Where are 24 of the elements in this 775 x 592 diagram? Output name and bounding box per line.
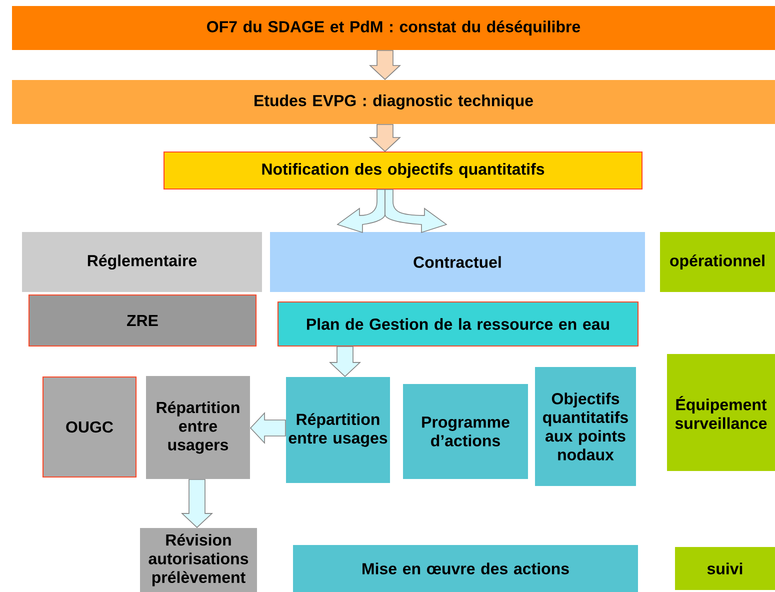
category-box: Contractuel bbox=[270, 232, 645, 292]
process-box: suivi bbox=[675, 547, 775, 590]
process-box: Mise en œuvre des actions bbox=[293, 545, 638, 592]
block-arrow bbox=[329, 346, 362, 377]
block-arrow bbox=[181, 479, 214, 528]
category-box: opérationnel bbox=[660, 232, 775, 292]
process-box: Notification des objectifs quantitatifs bbox=[163, 151, 643, 190]
split-arrow bbox=[384, 189, 447, 233]
process-box: Révision autorisations prélèvement bbox=[140, 528, 257, 592]
header-bar: OF7 du SDAGE et PdM : constat du déséquilibre bbox=[12, 6, 775, 50]
header-bar: Etudes EVPG : diagnostic technique bbox=[12, 80, 775, 124]
category-box: Réglementaire bbox=[22, 232, 262, 292]
process-box: Répartition entre usagers bbox=[146, 376, 250, 479]
process-box: Équipement surveillance bbox=[667, 354, 775, 471]
block-arrow bbox=[250, 412, 286, 444]
process-box: Programme d’actions bbox=[403, 384, 528, 479]
process-box: OUGC bbox=[42, 376, 137, 478]
process-box: Répartition entre usages bbox=[286, 377, 390, 483]
process-box: Plan de Gestion de la ressource en eau bbox=[277, 301, 639, 347]
block-arrow bbox=[369, 50, 402, 80]
block-arrow bbox=[369, 124, 402, 152]
process-box: ZRE bbox=[28, 294, 257, 347]
split-arrow bbox=[337, 189, 386, 233]
process-box: Objectifs quantitatifs aux points nodaux bbox=[535, 367, 636, 486]
